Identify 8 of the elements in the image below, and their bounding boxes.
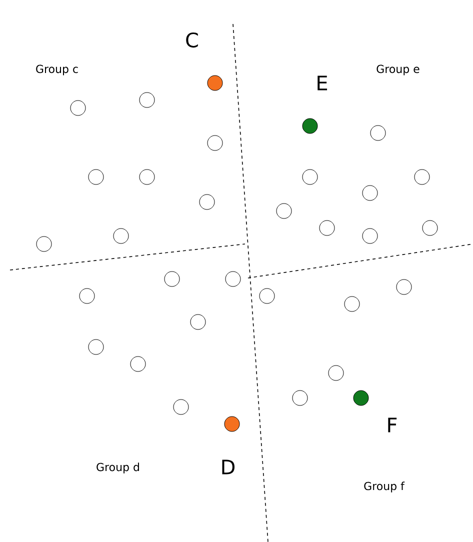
point-letter: F xyxy=(388,418,397,432)
point-letter: E xyxy=(318,76,328,90)
point-letter: D xyxy=(222,460,234,474)
group-label: Group e xyxy=(376,64,420,76)
group-label: Group f xyxy=(364,482,405,492)
group-label: Group c xyxy=(36,64,78,76)
point-letter: C xyxy=(186,32,198,48)
group-label: Group d xyxy=(96,462,139,474)
